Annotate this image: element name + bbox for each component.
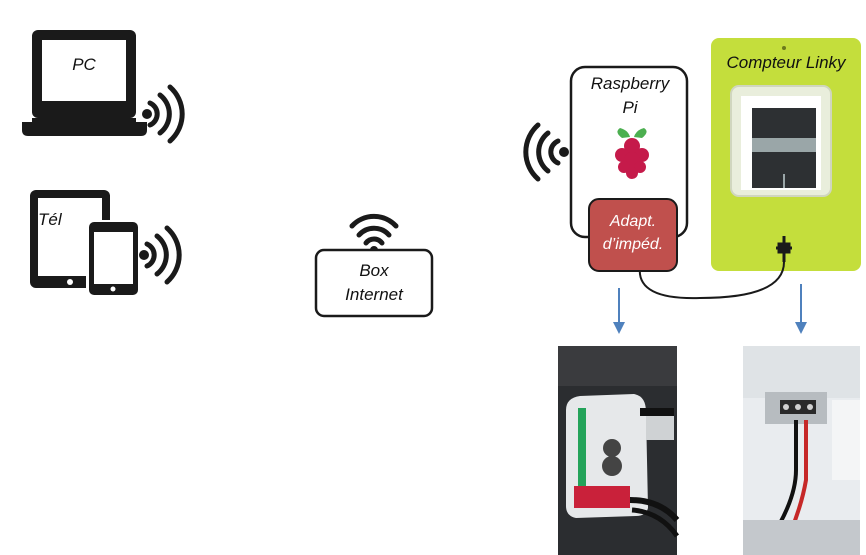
raspberry-logo-icon	[615, 128, 649, 179]
adapter-line1: Adapt.	[609, 213, 657, 230]
adapter-box	[588, 198, 678, 272]
pc-signal-icon	[142, 84, 185, 144]
raspberry-pi-label: Raspberry Pi	[571, 72, 689, 120]
box-internet-line2: Internet	[345, 285, 403, 304]
smartphone-icon	[86, 220, 140, 296]
raspberry-signal-icon	[523, 122, 569, 182]
laptop-icon	[22, 30, 147, 136]
raspberry-case-photo	[558, 346, 680, 555]
phone-signal-icon	[139, 225, 182, 285]
linky-cable	[638, 261, 785, 300]
box-internet-line1: Box	[359, 261, 389, 280]
adapter-label: Adapt. d’impéd.	[589, 210, 677, 256]
arrow-to-photo-left	[613, 288, 625, 334]
pc-label: PC	[72, 55, 96, 74]
raspberry-pi-line2: Pi	[622, 98, 638, 117]
arrow-to-photo-right	[795, 284, 807, 334]
adapter-line2: d’impéd.	[602, 236, 664, 253]
phone-label: Tél	[38, 210, 62, 229]
raspberry-pi-line1: Raspberry	[590, 74, 670, 93]
box-internet-frame	[314, 248, 434, 318]
wifi-icon	[349, 213, 399, 254]
linky-title: Compteur Linky	[726, 53, 846, 72]
connector-icon	[776, 236, 792, 262]
box-internet-label: Box Internet	[316, 259, 432, 307]
linky-terminal-photo	[743, 346, 860, 555]
